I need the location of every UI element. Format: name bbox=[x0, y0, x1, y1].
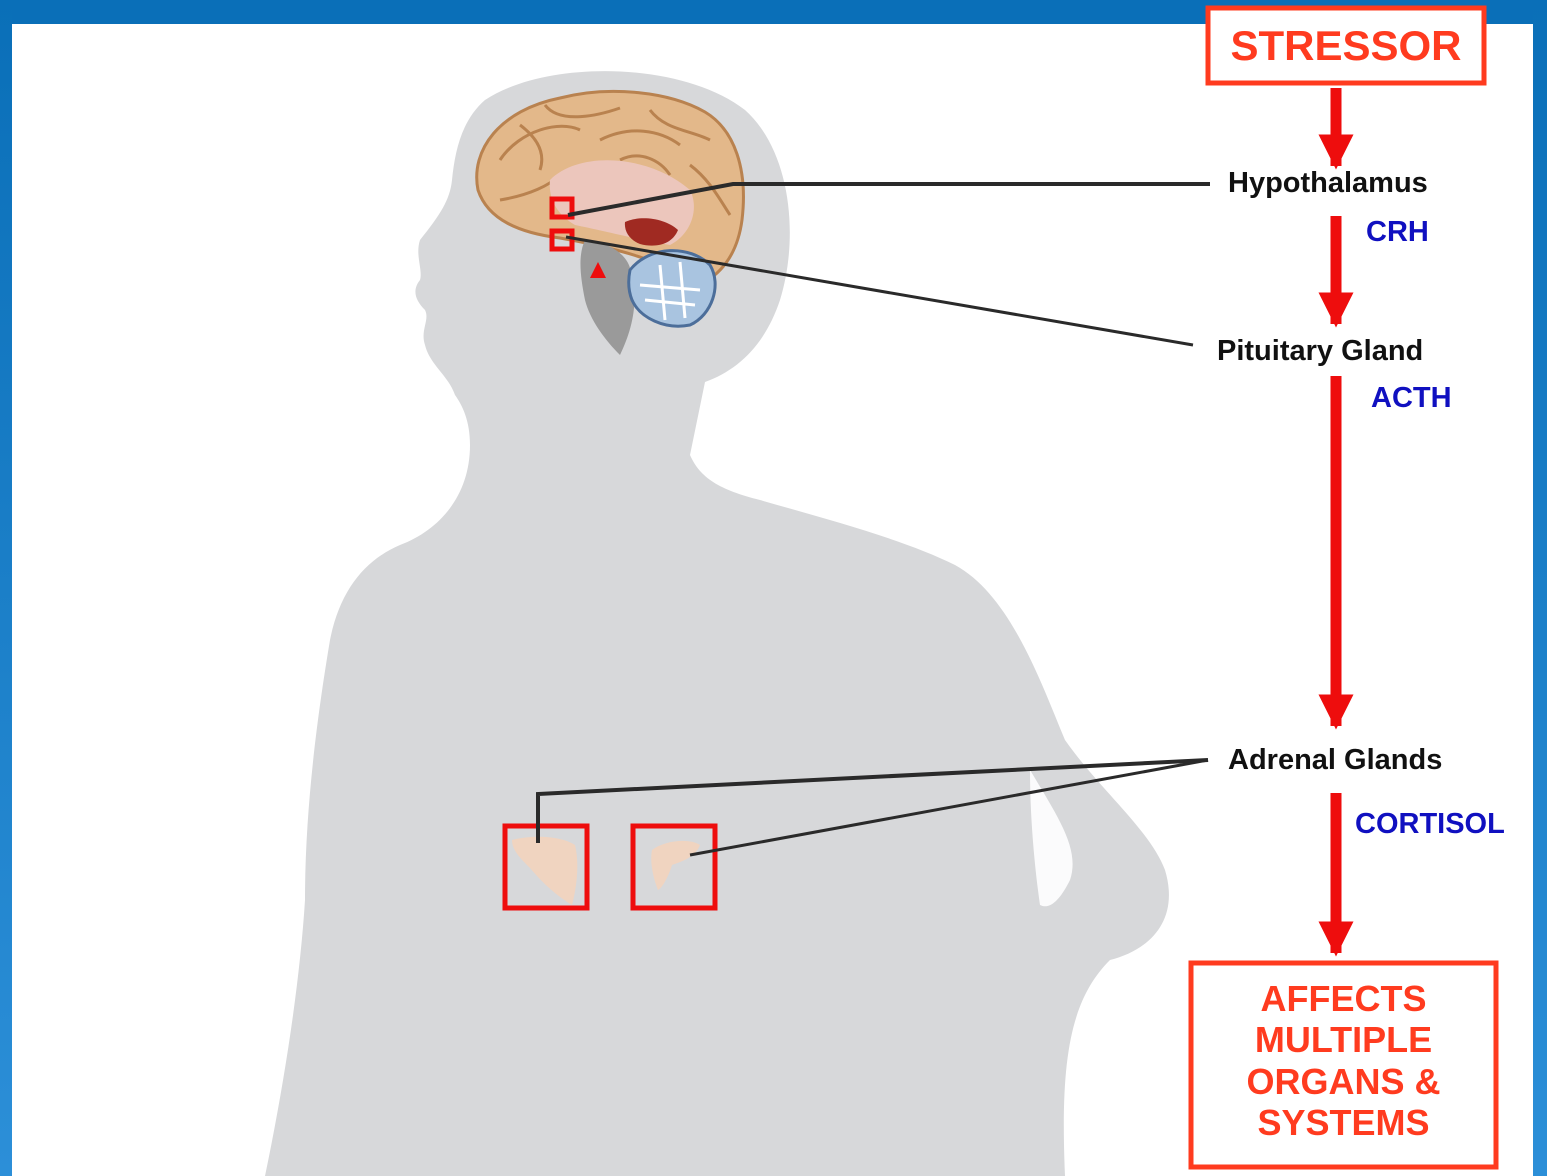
right-blue-bar bbox=[1533, 0, 1547, 1176]
outcome-line-4: SYSTEMS bbox=[1191, 1102, 1496, 1143]
outcome-line-2: MULTIPLE bbox=[1191, 1019, 1496, 1060]
adrenal-label: Adrenal Glands bbox=[1228, 746, 1442, 775]
cortisol-label: CORTISOL bbox=[1355, 810, 1505, 839]
left-blue-bar bbox=[0, 0, 12, 1176]
hypothalamus-label: Hypothalamus bbox=[1228, 169, 1428, 198]
outcome-label: AFFECTS MULTIPLE ORGANS & SYSTEMS bbox=[1191, 978, 1496, 1144]
stressor-label: STRESSOR bbox=[1208, 22, 1484, 70]
outcome-line-1: AFFECTS bbox=[1191, 978, 1496, 1019]
crh-label: CRH bbox=[1366, 218, 1429, 247]
acth-label: ACTH bbox=[1371, 384, 1452, 413]
outcome-line-3: ORGANS & bbox=[1191, 1061, 1496, 1102]
pituitary-label: Pituitary Gland bbox=[1217, 337, 1423, 366]
